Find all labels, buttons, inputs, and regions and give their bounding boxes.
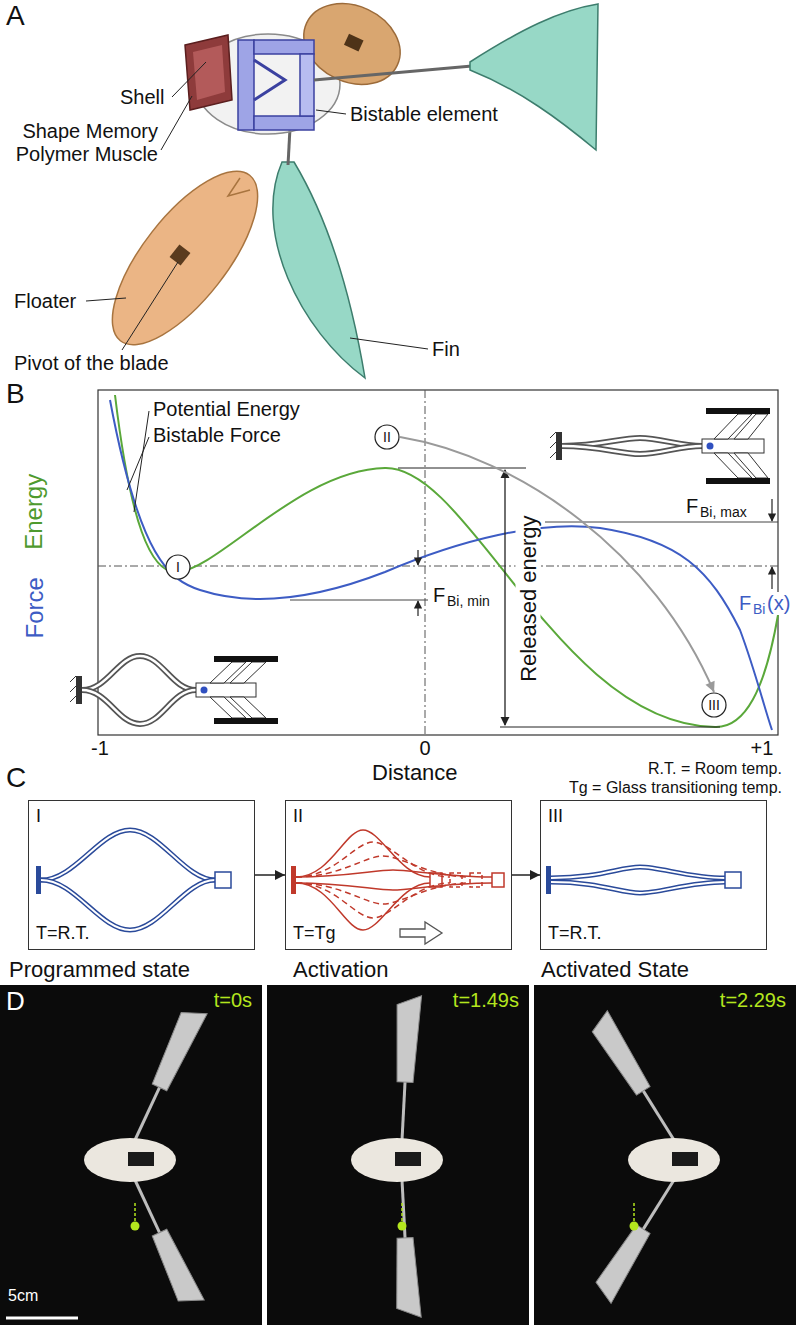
roman-numeral: I: [176, 559, 180, 575]
abbreviation-note: Tg = Glass transitioning temp.: [569, 779, 782, 797]
curve-name: Potential Energy: [152, 398, 301, 421]
roman-numeral: III: [708, 697, 720, 713]
part-name: Shape Memory Polymer Muscle: [6, 120, 158, 166]
force-symbol: F: [738, 592, 752, 615]
part-name: Pivot of the blade: [14, 352, 169, 375]
roman-numeral: II: [293, 806, 303, 827]
circle-outline-shape: [375, 425, 399, 449]
time-stamp: t=1.49s: [453, 989, 519, 1012]
callout-circle: III: [701, 692, 727, 718]
arrow-head: [705, 681, 714, 692]
state-box: IIIT=R.T.Activated State: [540, 800, 767, 950]
photo-sequence: [0, 985, 796, 1325]
photo-frame: t=1.49s: [267, 985, 529, 1325]
temperature-note: T=R.T.: [548, 923, 602, 944]
beam-sketches: [36, 830, 741, 944]
part-name: Fin: [432, 338, 460, 361]
arrow-head: [275, 870, 285, 880]
photo-frame: Dt=0s 5cm: [0, 985, 262, 1325]
force-subscript: Bi, max: [699, 504, 748, 520]
time-stamp: t=0s: [214, 989, 252, 1012]
panel-letter: B: [6, 378, 25, 410]
force-argument: (x): [766, 592, 791, 615]
axis-title: Distance: [372, 760, 458, 785]
arrow-head: [530, 870, 540, 880]
roman-numeral: II: [383, 429, 391, 445]
circle-outline-shape: [166, 555, 190, 579]
panel-letter: C: [6, 762, 26, 794]
curve-name: Bistable Force: [152, 424, 282, 447]
force-symbol: F: [432, 584, 446, 607]
part-name: Shell: [120, 86, 164, 109]
state-box: IIT=TgActivation: [285, 800, 512, 950]
force-symbol: F: [685, 495, 699, 518]
circle-outline-shape: [702, 693, 726, 717]
axis-tick: -1: [91, 737, 109, 760]
time-stamp: t=2.29s: [720, 989, 786, 1012]
temperature-note: T=R.T.: [36, 923, 90, 944]
axis-title: Force: [20, 577, 48, 638]
axis-tick: 0: [420, 737, 431, 760]
abbreviation-note: R.T. = Room temp.: [648, 760, 782, 778]
force-subscript: Bi, min: [446, 593, 491, 609]
state-heading: Programmed state: [9, 957, 190, 982]
part-name: Floater: [14, 290, 76, 313]
part-name: Bistable element: [350, 103, 498, 126]
robot-exploded-view: [86, 0, 598, 378]
scale-bar-label: 5cm: [8, 1287, 38, 1305]
energy-annotation: Released energy: [516, 514, 541, 682]
roman-numeral: I: [36, 806, 41, 827]
callout-circle: II: [374, 424, 400, 450]
roman-numeral: III: [548, 806, 563, 827]
temperature-note: T=Tg: [293, 923, 336, 944]
axis-title: Energy: [20, 474, 48, 550]
energy-release-arrow: [400, 437, 714, 692]
panel-letter: A: [6, 0, 25, 32]
state-heading: Activated State: [541, 957, 689, 982]
force-subscript: Bi: [752, 601, 766, 617]
callout-circle: I: [165, 554, 191, 580]
state-heading: Activation: [293, 957, 388, 982]
state-box: IT=R.T.Programmed state: [28, 800, 255, 950]
photo-frame: t=2.29s: [534, 985, 796, 1325]
energy-force-plot: [70, 390, 778, 735]
panel-letter: D: [6, 987, 25, 1017]
axis-tick: +1: [751, 737, 774, 760]
